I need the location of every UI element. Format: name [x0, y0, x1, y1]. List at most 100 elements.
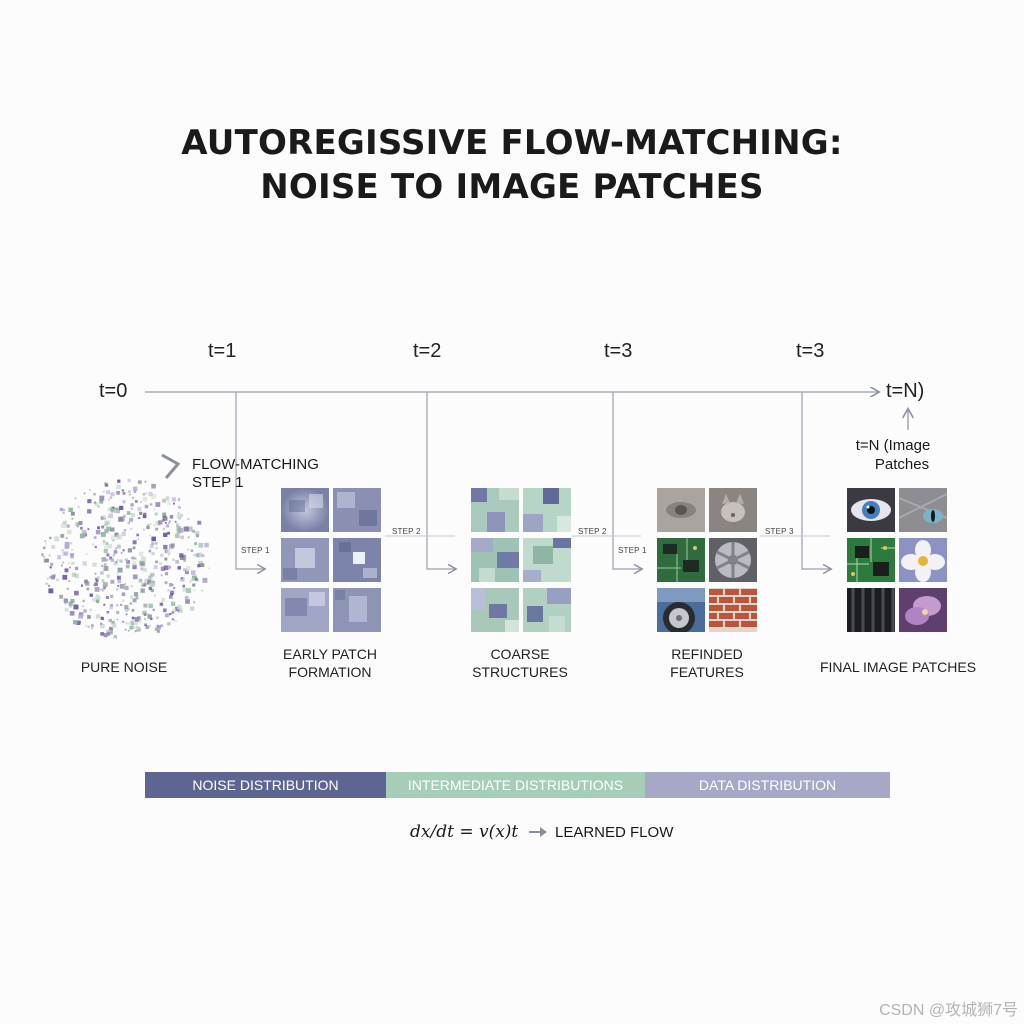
- stage-caption-coarse: COARSE STRUCTURES: [460, 645, 580, 681]
- noise-speck: [54, 536, 60, 542]
- noise-speck: [130, 527, 133, 530]
- noise-speck: [153, 508, 156, 511]
- noise-speck: [77, 505, 80, 508]
- timeline-end-note: t=N (Image Patches: [847, 436, 957, 474]
- noise-speck: [130, 513, 135, 517]
- noise-speck: [79, 533, 85, 539]
- noise-speck: [155, 560, 158, 564]
- noise-speck: [132, 540, 137, 545]
- noise-speck: [95, 577, 97, 580]
- noise-speck: [156, 629, 161, 633]
- noise-speck: [148, 575, 152, 579]
- noise-speck: [165, 549, 171, 554]
- noise-speck: [116, 534, 122, 540]
- noise-speck: [121, 599, 125, 602]
- noise-speck: [106, 611, 110, 614]
- noise-speck: [50, 575, 56, 580]
- noise-speck: [106, 632, 111, 636]
- noise-speck: [144, 480, 147, 483]
- refined-patch-blurred-cat: [709, 488, 757, 532]
- noise-speck: [134, 630, 137, 633]
- step-label-refined-out: STEP 3: [765, 527, 794, 536]
- noise-speck: [187, 526, 193, 532]
- noise-speck: [71, 511, 75, 516]
- noise-speck: [101, 525, 105, 529]
- final-patch-purple-flower: [899, 588, 947, 632]
- noise-speck: [133, 564, 136, 567]
- noise-speck: [86, 587, 90, 591]
- noise-speck: [87, 615, 91, 619]
- noise-speck: [69, 605, 72, 609]
- noise-speck: [140, 567, 144, 571]
- noise-speck: [128, 622, 131, 626]
- noise-speck: [97, 526, 100, 530]
- noise-speck: [110, 594, 114, 598]
- refined-patch-blurred-eye: [657, 488, 705, 532]
- caption-line: PURE NOISE: [80, 659, 168, 675]
- noise-speck: [153, 565, 158, 570]
- noise-speck: [175, 620, 178, 623]
- noise-speck: [139, 551, 144, 557]
- noise-speck: [149, 544, 154, 549]
- noise-speck: [66, 524, 70, 528]
- noise-speck: [70, 555, 74, 559]
- noise-speck: [112, 553, 116, 557]
- noise-speck: [142, 567, 148, 573]
- noise-speck: [95, 599, 100, 604]
- noise-speck: [156, 625, 161, 630]
- noise-speck: [124, 583, 126, 585]
- refined-patch-car-wheel: [657, 588, 705, 632]
- noise-speck: [176, 526, 182, 531]
- noise-speck: [99, 499, 104, 504]
- noise-speck: [156, 616, 159, 619]
- noise-speck: [126, 560, 130, 564]
- noise-speck: [198, 561, 203, 566]
- noise-speck: [163, 544, 168, 550]
- noise-speck: [159, 562, 162, 565]
- noise-speck: [197, 520, 202, 525]
- early-patch: [333, 538, 381, 582]
- caption-line: FORMATION: [288, 664, 372, 680]
- noise-speck: [105, 542, 109, 546]
- noise-speck: [140, 588, 145, 593]
- noise-speck: [102, 540, 106, 543]
- noise-speck: [96, 594, 99, 597]
- noise-speck: [169, 595, 173, 599]
- noise-speck: [155, 502, 161, 507]
- noise-speck: [121, 592, 126, 596]
- noise-speck: [110, 492, 115, 497]
- noise-speck: [155, 520, 161, 526]
- noise-speck: [130, 507, 134, 510]
- noise-speck: [154, 512, 158, 516]
- noise-speck: [106, 490, 111, 495]
- noise-speck: [84, 624, 88, 628]
- noise-speck: [83, 532, 88, 537]
- noise-speck: [82, 561, 87, 566]
- noise-speck: [41, 553, 44, 557]
- noise-speck: [146, 613, 149, 616]
- noise-speck: [147, 524, 150, 527]
- noise-speck: [154, 627, 159, 631]
- noise-speck: [186, 570, 188, 573]
- noise-speck: [49, 566, 52, 569]
- noise-speck: [100, 623, 105, 629]
- noise-speck: [117, 479, 121, 483]
- noise-speck: [160, 603, 163, 606]
- noise-speck: [124, 628, 127, 631]
- noise-speck: [192, 583, 196, 587]
- coarse-patch-grid: [471, 488, 571, 632]
- noise-speck: [131, 616, 135, 620]
- noise-speck: [107, 515, 110, 518]
- noise-speck: [164, 557, 168, 561]
- noise-speck: [170, 601, 176, 606]
- noise-speck: [133, 486, 138, 491]
- noise-speck: [125, 613, 128, 616]
- noise-speck: [68, 562, 70, 564]
- refined-patch-circuit-board: [657, 538, 705, 582]
- noise-speck: [180, 535, 184, 540]
- noise-speck: [154, 594, 156, 597]
- noise-speck: [103, 603, 106, 606]
- early-patch: [333, 588, 381, 632]
- band-intermediate-distributions: INTERMEDIATE DISTRIBUTIONS: [386, 772, 645, 798]
- noise-speck: [192, 575, 197, 581]
